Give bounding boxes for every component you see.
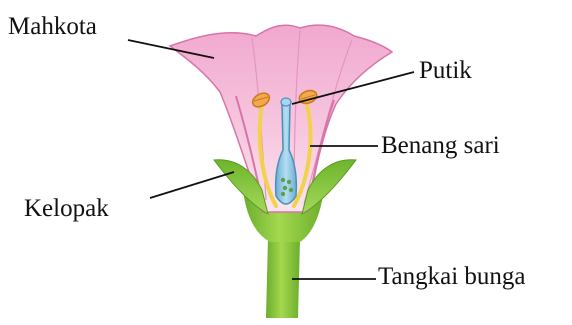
stigma <box>281 98 291 106</box>
label-kelopak: Kelopak <box>24 196 109 221</box>
stem <box>266 238 300 318</box>
leader-kelopak <box>150 172 234 198</box>
label-tangkai-bunga: Tangkai bunga <box>378 264 526 289</box>
label-mahkota: Mahkota <box>8 14 97 39</box>
label-benang-sari: Benang sari <box>381 133 500 158</box>
label-putik: Putik <box>419 58 472 83</box>
